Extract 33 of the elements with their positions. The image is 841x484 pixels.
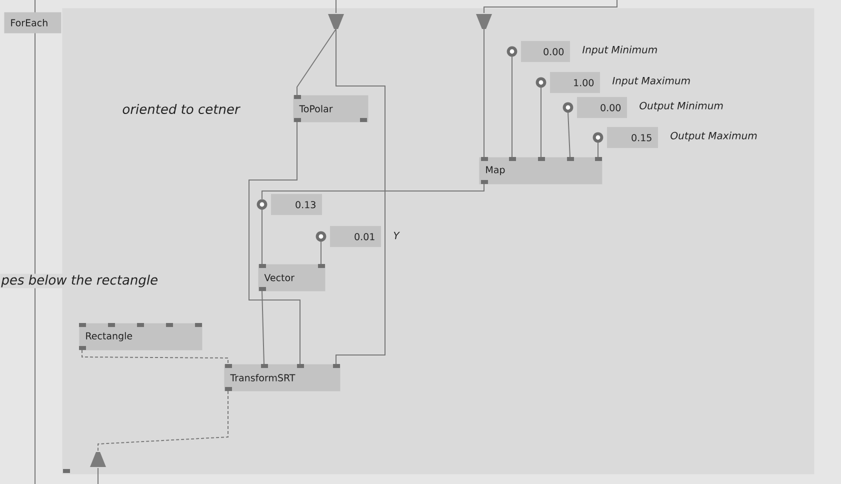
inlet-triangle <box>476 14 492 29</box>
pin-label: Input Minimum <box>582 46 657 56</box>
value-box: 0.00 <box>506 41 570 62</box>
wire <box>262 184 484 200</box>
pin-label: Output Maximum <box>670 132 757 142</box>
wire <box>98 390 228 452</box>
value-box: 0.13 <box>256 194 322 215</box>
value-box: 0.15 <box>592 127 658 148</box>
node-box: Map <box>479 157 602 184</box>
pin-label: Y <box>394 232 400 240</box>
node-box: TransformSRT <box>224 364 340 392</box>
value-box: 0.01 <box>316 226 381 247</box>
inlet-triangle <box>328 14 344 29</box>
comment-text: oriented to cetner <box>121 102 241 116</box>
wire <box>484 0 618 14</box>
node-box: Vector <box>258 264 326 292</box>
node-box: ToPolar <box>293 95 368 122</box>
wire <box>320 240 322 264</box>
wire <box>248 122 300 364</box>
node-box: Rectangle <box>79 323 202 350</box>
wire <box>568 112 570 158</box>
wire <box>262 290 264 364</box>
outlet-triangle <box>90 452 106 467</box>
wire <box>336 28 386 364</box>
pin-label: Output Minimum <box>640 102 723 112</box>
comment-text: pes below the rectangle <box>0 274 160 288</box>
value-box: 0.00 <box>562 97 627 118</box>
value-box: 1.00 <box>536 72 600 93</box>
pin-label: Input Maximum <box>612 76 690 86</box>
wire <box>296 28 336 96</box>
node-box: ForEach <box>4 12 62 34</box>
wire <box>82 350 228 364</box>
wire <box>540 86 542 158</box>
